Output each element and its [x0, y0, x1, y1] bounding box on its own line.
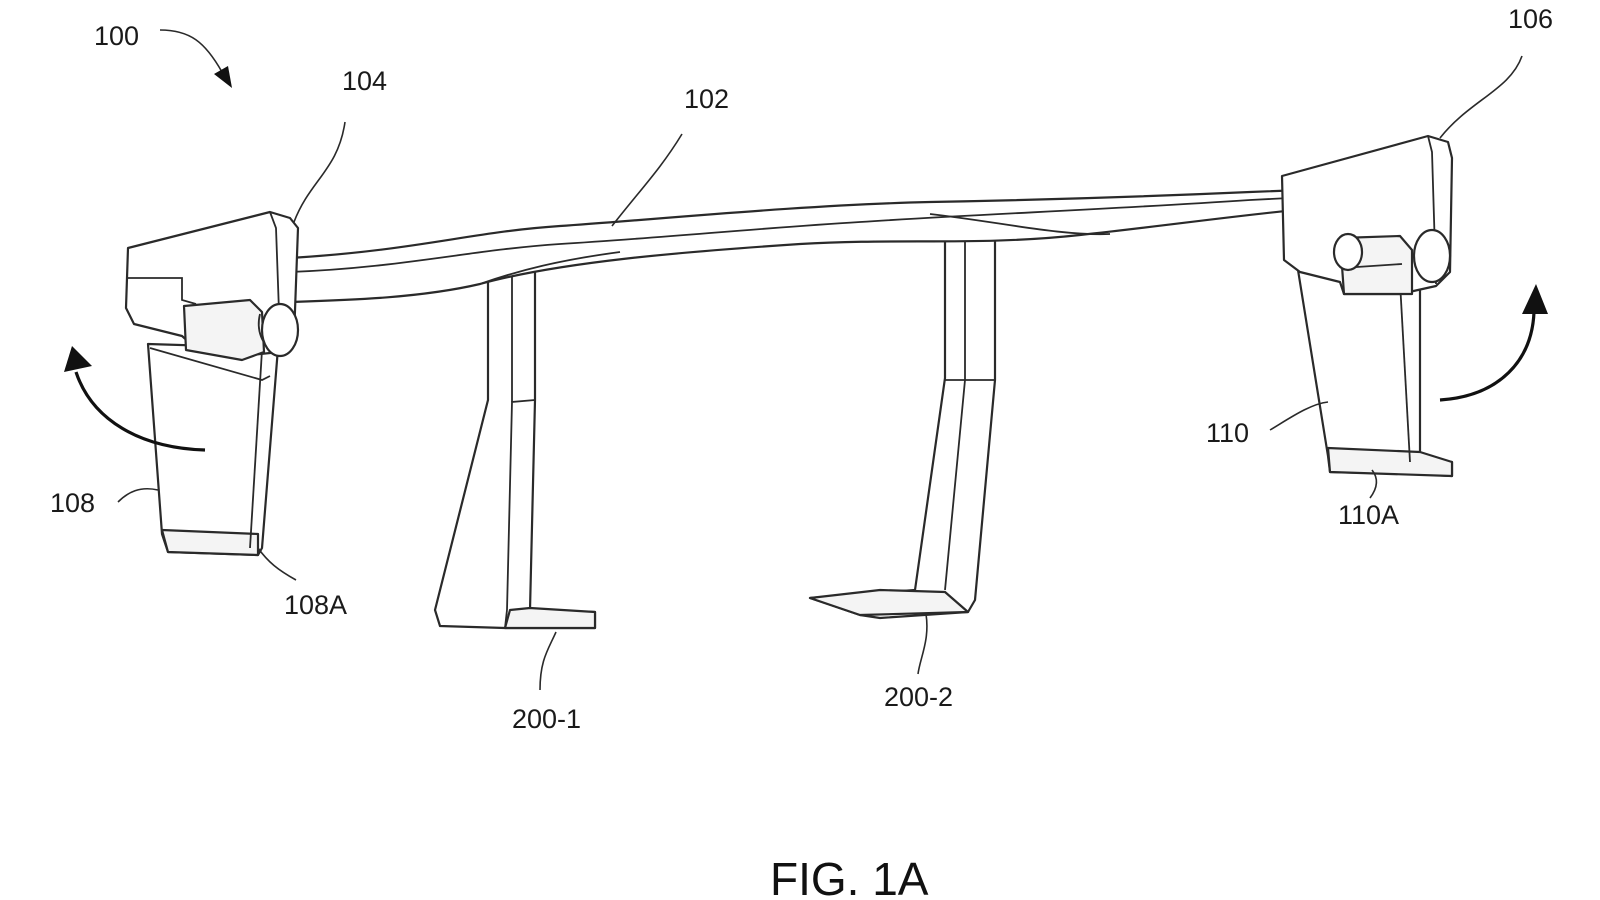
figure-caption: FIG. 1A	[770, 853, 929, 900]
strap-102	[288, 184, 1407, 304]
rotation-arrow-left	[64, 346, 206, 452]
ref-100: 100	[94, 21, 139, 51]
ref-106: 106	[1508, 4, 1553, 34]
rotation-arrow-right	[1439, 284, 1548, 402]
leg-200-1	[433, 268, 597, 630]
ref-108: 108	[50, 488, 95, 518]
ref-110: 110	[1206, 418, 1249, 448]
leader-lines	[117, 29, 1523, 691]
end-cap-104	[124, 210, 300, 557]
ref-200-2: 200-2	[884, 682, 953, 712]
ref-200-1: 200-1	[512, 704, 581, 734]
leg-200-2	[808, 228, 997, 620]
ref-104: 104	[342, 66, 387, 96]
ref-102: 102	[684, 84, 729, 114]
ref-108a: 108A	[284, 590, 347, 620]
end-cap-106	[1280, 134, 1454, 478]
ref-110a: 110A	[1338, 500, 1399, 530]
